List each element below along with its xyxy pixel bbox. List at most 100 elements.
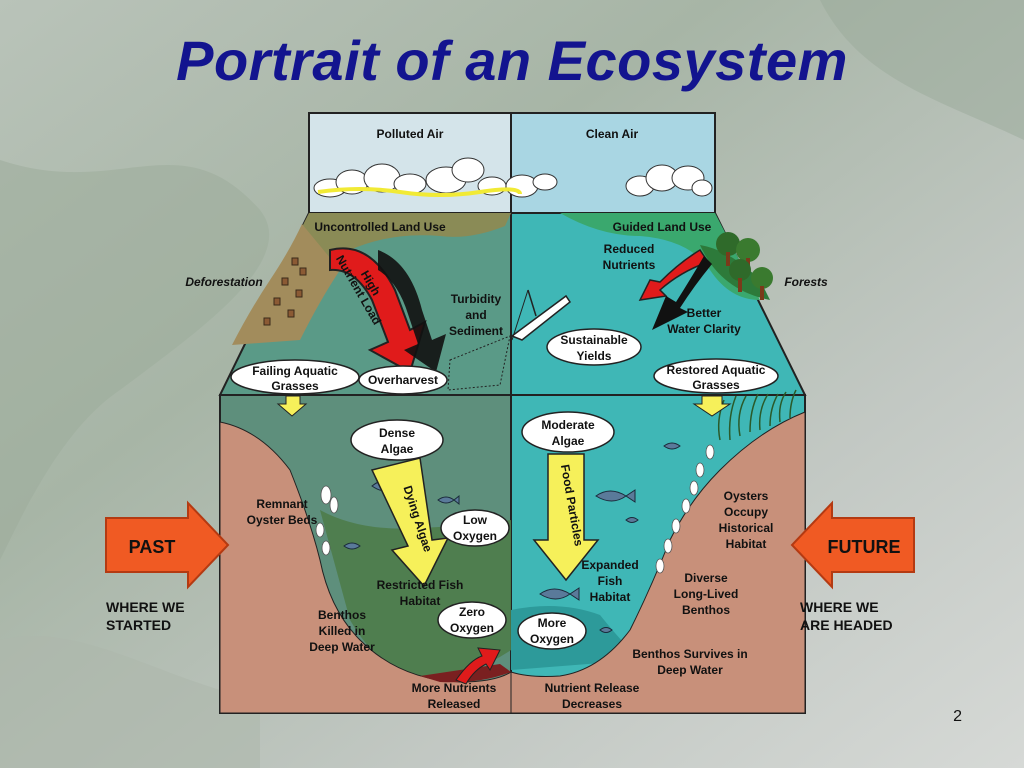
svg-text:Killed in: Killed in xyxy=(319,624,366,638)
svg-text:Diverse: Diverse xyxy=(684,571,728,585)
svg-text:Historical: Historical xyxy=(719,521,774,535)
svg-text:Grasses: Grasses xyxy=(692,378,740,392)
svg-text:Failing Aquatic: Failing Aquatic xyxy=(252,364,338,378)
more-nutrients-label: More Nutrients Released xyxy=(412,681,497,711)
turbidity-label: Turbidity and Sediment xyxy=(449,292,503,338)
reduced-nutrients-label: Reduced Nutrients xyxy=(603,242,656,272)
svg-text:Deep Water: Deep Water xyxy=(657,663,723,677)
svg-text:Long-Lived: Long-Lived xyxy=(674,587,739,601)
failing-grasses-label: Failing Aquatic Grasses xyxy=(252,364,338,393)
stump-icon xyxy=(263,257,307,326)
diverse-benthos-label: Diverse Long-Lived Benthos xyxy=(674,571,739,617)
svg-text:Occupy: Occupy xyxy=(724,505,768,519)
svg-text:Dense: Dense xyxy=(379,426,415,440)
svg-text:Sediment: Sediment xyxy=(449,324,503,338)
svg-text:Decreases: Decreases xyxy=(562,697,622,711)
slide-title: Portrait of an Ecosystem xyxy=(176,29,848,92)
svg-text:Benthos: Benthos xyxy=(318,608,366,622)
nutrient-release-label: Nutrient Release Decreases xyxy=(545,681,640,711)
expanded-fish-label: Expanded Fish Habitat xyxy=(581,558,638,604)
svg-text:Deep Water: Deep Water xyxy=(309,640,375,654)
svg-text:Grasses: Grasses xyxy=(271,379,319,393)
failing-grasses-oval xyxy=(230,359,360,395)
better-clarity-arrow xyxy=(652,256,712,330)
svg-text:Expanded: Expanded xyxy=(581,558,638,572)
past-label: PAST xyxy=(129,537,176,557)
moderate-algae-oval xyxy=(521,411,615,453)
svg-text:and: and xyxy=(465,308,486,322)
boat-icon xyxy=(510,289,572,341)
svg-text:More Nutrients: More Nutrients xyxy=(412,681,497,695)
benthos-survives-label: Benthos Survives in Deep Water xyxy=(632,647,747,677)
svg-text:Algae: Algae xyxy=(552,434,585,448)
svg-text:Released: Released xyxy=(428,697,481,711)
svg-text:Oysters: Oysters xyxy=(724,489,769,503)
svg-text:Sustainable: Sustainable xyxy=(560,333,628,347)
future-arrow: FUTURE xyxy=(790,500,915,590)
better-clarity-label: Better Water Clarity xyxy=(667,306,741,336)
svg-text:Oxygen: Oxygen xyxy=(450,621,494,635)
svg-text:Water Clarity: Water Clarity xyxy=(667,322,741,336)
page-number: 2 xyxy=(953,708,962,725)
dense-algae-label: Dense Algae xyxy=(379,426,415,456)
benthos-killed-label: Benthos Killed in Deep Water xyxy=(309,608,375,654)
svg-text:Moderate: Moderate xyxy=(541,418,595,432)
sustainable-yields-oval xyxy=(546,328,642,366)
reduced-nutrient-arrow xyxy=(638,248,710,301)
past-arrow: PAST xyxy=(105,500,230,590)
uncontrolled-land-label: Uncontrolled Land Use xyxy=(314,220,446,234)
svg-text:Algae: Algae xyxy=(381,442,414,456)
fishing-net xyxy=(447,335,511,391)
left-bank xyxy=(219,421,512,714)
svg-text:Oxygen: Oxygen xyxy=(530,632,574,646)
svg-text:Habitat: Habitat xyxy=(726,537,767,551)
clean-air-panel xyxy=(510,112,716,214)
more-oxygen-oval xyxy=(517,612,587,650)
guided-land-patch xyxy=(560,213,760,300)
dying-algae-arrow xyxy=(370,457,450,588)
svg-text:Oyster Beds: Oyster Beds xyxy=(247,513,318,527)
deforestation-label: Deforestation xyxy=(185,275,262,289)
svg-text:Benthos: Benthos xyxy=(682,603,730,617)
sediment-arrow xyxy=(378,250,446,372)
svg-text:Benthos Survives in: Benthos Survives in xyxy=(632,647,747,661)
guided-land-label: Guided Land Use xyxy=(613,220,712,234)
right-bank xyxy=(510,411,806,714)
zero-oxygen-label: Zero Oxygen xyxy=(450,605,494,635)
clean-air-label: Clean Air xyxy=(586,127,639,141)
restored-grasses-label: Restored Aquatic Grasses xyxy=(667,363,766,392)
seagrass-icon xyxy=(717,389,797,441)
overharvest-oval xyxy=(358,365,448,395)
svg-text:Nutrient Release: Nutrient Release xyxy=(545,681,640,695)
oyster-icon xyxy=(315,444,715,574)
svg-text:Restored Aquatic: Restored Aquatic xyxy=(667,363,766,377)
tree-icon xyxy=(716,232,773,300)
svg-text:Better: Better xyxy=(687,306,722,320)
past-caption: WHERE WE STARTED xyxy=(106,599,185,633)
low-oxygen-label: Low Oxygen xyxy=(453,513,497,543)
svg-text:Turbidity: Turbidity xyxy=(451,292,502,306)
more-nutrients-arrow xyxy=(455,647,501,685)
svg-text:Habitat: Habitat xyxy=(400,594,441,608)
svg-text:Reduced: Reduced xyxy=(604,242,655,256)
dense-algae-oval xyxy=(350,419,444,461)
restricted-fish-label: Restricted Fish Habitat xyxy=(377,578,464,608)
polluted-air-label: Polluted Air xyxy=(377,127,444,141)
future-caption: WHERE WE ARE HEADED xyxy=(800,599,893,633)
food-particles-arrow xyxy=(532,453,600,582)
forests-label: Forests xyxy=(784,275,828,289)
svg-text:Yields: Yields xyxy=(577,349,612,363)
svg-text:Nutrients: Nutrients xyxy=(603,258,656,272)
smog-line xyxy=(317,187,522,197)
svg-text:Fish: Fish xyxy=(598,574,623,588)
svg-text:Remnant: Remnant xyxy=(256,497,307,511)
oysters-occupy-label: Oysters Occupy Historical Habitat xyxy=(719,489,774,551)
restored-grass-arrow xyxy=(692,395,732,417)
restored-grasses-oval xyxy=(653,358,779,394)
svg-text:Zero: Zero xyxy=(459,605,485,619)
svg-text:Low: Low xyxy=(463,513,488,527)
svg-text:Oxygen: Oxygen xyxy=(453,529,497,543)
more-oxygen-label: More Oxygen xyxy=(530,616,574,646)
svg-text:Habitat: Habitat xyxy=(590,590,631,604)
